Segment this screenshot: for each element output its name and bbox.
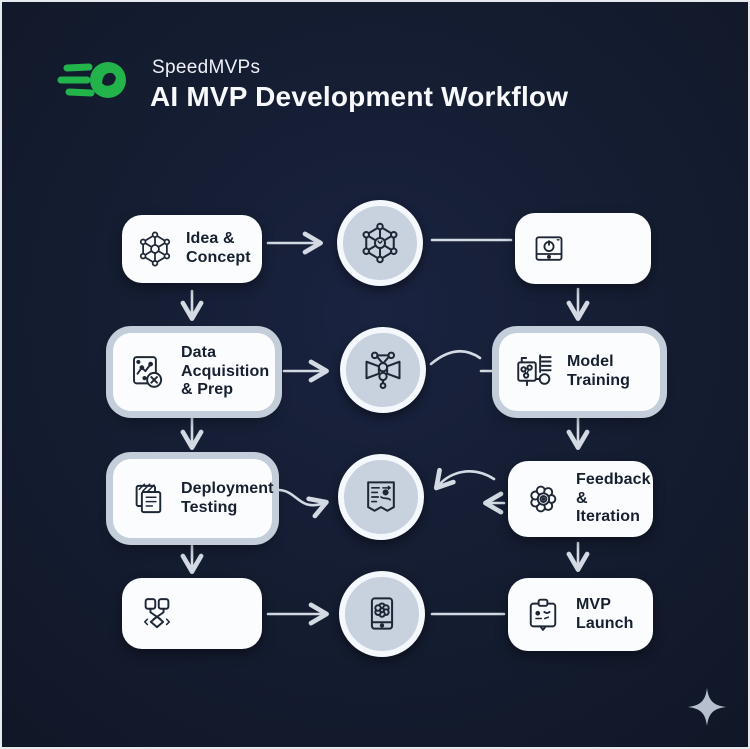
annotated-document-icon — [367, 481, 395, 512]
brand-name: SpeedMVPs — [152, 57, 261, 78]
network-molecule-icon — [365, 351, 401, 389]
stage-node-ideation — [337, 200, 423, 286]
step-label: MVP Launch — [576, 595, 634, 632]
stacked-docs-icon — [135, 482, 162, 513]
step-label: Model Training — [567, 353, 631, 389]
page-title: AI MVP Development Workflow — [150, 81, 569, 112]
step-prototype-screen — [515, 213, 651, 284]
step-decision-flow — [122, 578, 262, 649]
flower-gear-icon — [530, 485, 557, 513]
sparkle-icon — [688, 688, 726, 726]
step-idea-concept: Idea & Concept — [122, 215, 262, 283]
neural-network-icon — [139, 231, 171, 267]
step-label: Idea & Concept — [186, 230, 251, 266]
tablet-app-icon — [370, 597, 394, 630]
flowchart-icon — [143, 597, 171, 628]
step-label: Deployment Testing — [181, 479, 274, 516]
step-feedback-iteration: Feedback & Iteration — [508, 461, 653, 537]
clipboard-launch-icon — [529, 598, 557, 631]
step-label: Data Acquisition & Prep — [181, 343, 270, 399]
data-document-icon — [133, 356, 163, 388]
stage-node-app — [339, 571, 425, 657]
step-mvp-launch: MVP Launch — [508, 578, 653, 651]
step-data-acquisition: Data Acquisition & Prep — [113, 333, 275, 411]
comet-logo-icon — [57, 62, 126, 98]
step-label: Feedback & Iteration — [576, 470, 651, 526]
neural-network-icon — [362, 222, 398, 264]
stage-node-processing — [340, 327, 426, 413]
header: SpeedMVPs AI MVP Development Workflow — [57, 55, 677, 125]
curve-deploy-to-center — [277, 488, 329, 519]
step-model-training: Model Training — [499, 333, 660, 411]
curve-feedback-to-center — [433, 467, 496, 491]
stage-node-validation — [338, 454, 424, 540]
step-deployment-testing: Deployment Testing — [113, 459, 274, 538]
model-board-icon — [517, 354, 552, 387]
monitor-icon — [535, 235, 563, 261]
curve-center-to-model — [429, 350, 482, 366]
